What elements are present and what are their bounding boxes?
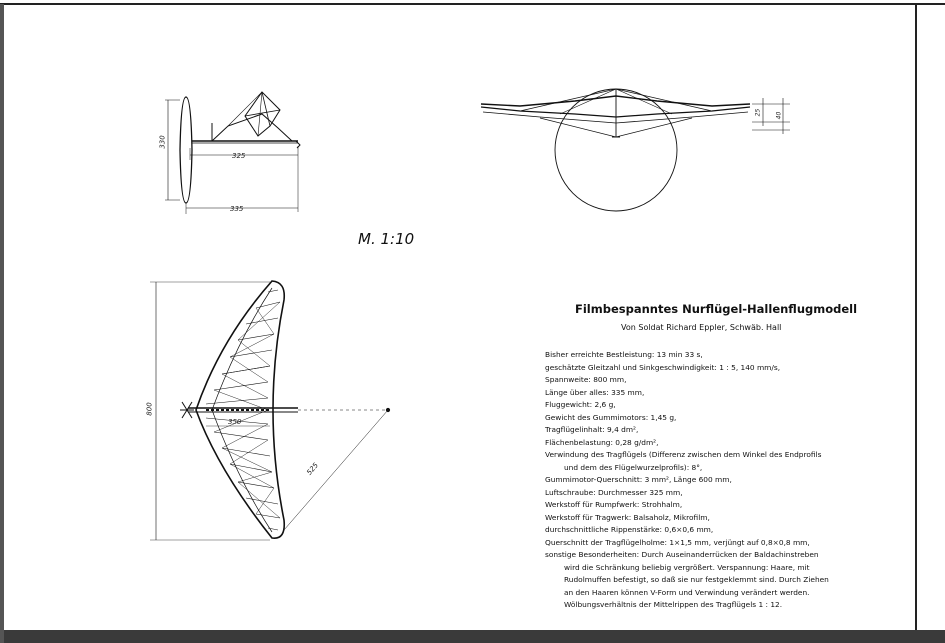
propeller-top: [180, 401, 194, 419]
spec-line: Verwindung des Tragflügels (Differenz zw…: [545, 450, 822, 459]
spec-line: Bisher erreichte Bestleistung: 13 min 33…: [545, 350, 703, 359]
spec-line: Spannweite: 800 mm,: [545, 375, 627, 384]
spec-line: Werkstoff für Rumpfwerk: Strohhalm,: [545, 500, 683, 509]
wing-front: [480, 95, 751, 107]
spec-line: Rudolmuffen befestigt, so daß sie nur fe…: [564, 575, 829, 584]
spec-line: Länge über alles: 335 mm,: [545, 387, 645, 397]
spec-line: Wölbungsverhältnis der Mittelrippen des …: [564, 600, 783, 609]
spec-line: Werkstoff für Tragwerk: Balsaholz, Mikro…: [545, 512, 710, 522]
spec-list: Bisher erreichte Bestleistung: 13 min 33…: [545, 349, 915, 612]
spec-line: und dem des Flügelwurzelprofils): 8°,: [564, 462, 703, 472]
dim-span: 800: [145, 402, 154, 416]
scale-note: M. 1:10: [358, 230, 415, 248]
wing-planform: [195, 280, 286, 539]
drawing-title: Filmbespanntes Nurflügel-Hallenflugmodel…: [575, 302, 858, 316]
pylon-side: [244, 91, 281, 137]
dim-root-depth: 350: [228, 418, 242, 426]
spec-line: Fluggewicht: 2,6 g,: [545, 400, 616, 409]
dim-side-length-wing: 325: [232, 152, 246, 160]
dim-front-a: 25: [754, 108, 762, 117]
spec-line: Gummimotor-Querschnitt: 3 mm², Länge 600…: [545, 475, 732, 484]
spec-line: Luftschraube: Durchmesser 325 mm,: [545, 487, 683, 497]
wing-bracing: [213, 301, 281, 519]
dim-side-length-total: 335: [230, 205, 244, 213]
front-view: [480, 88, 790, 212]
side-view: [165, 91, 301, 214]
spec-line: an den Haaren können V-Form und Verwindu…: [564, 587, 810, 597]
frame-bottom: [0, 630, 945, 643]
top-view: [150, 280, 391, 541]
dim-side-height: 330: [158, 135, 167, 149]
spec-line: Flächenbelastung: 0,28 g/dm²,: [545, 437, 659, 447]
spec-line: durchschnittliche Rippenstärke: 0,6×0,6 …: [545, 525, 714, 534]
spec-line: geschätzte Gleitzahl und Sinkgeschwindig…: [545, 362, 781, 372]
dim-front-b: 40: [775, 111, 783, 120]
spec-line: Querschnitt der Tragflügelholme: 1×1,5 m…: [545, 537, 810, 547]
spec-line: Tragflügelinhalt: 9,4 dm²,: [545, 425, 639, 434]
spec-line: sonstige Besonderheiten: Durch Auseinand…: [545, 550, 819, 559]
spec-line: wird die Schränkung beliebig vergrößert.…: [564, 562, 810, 572]
drawing-author: Von Soldat Richard Eppler, Schwäb. Hall: [621, 323, 782, 332]
frame-left: [0, 4, 4, 643]
spec-line: Gewicht des Gummimotors: 1,45 g,: [545, 412, 677, 422]
